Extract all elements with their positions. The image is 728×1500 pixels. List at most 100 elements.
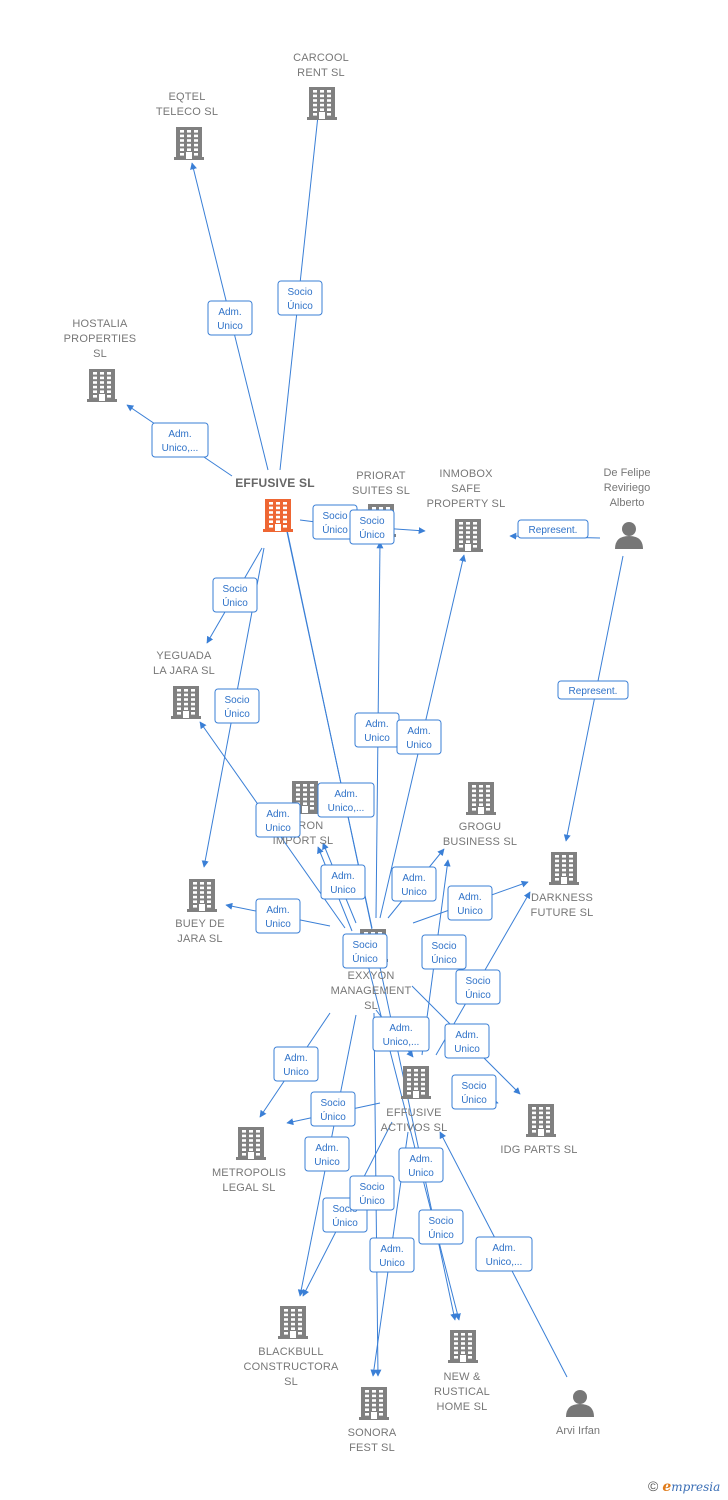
edge-label-text: Unico [314,1157,340,1168]
edge-label-text: Unico [283,1067,309,1078]
edge-label-exxyon-to-heron[interactable]: Adm.Unico [320,864,366,900]
building-icon [401,1066,431,1099]
edge-label-exxyon-to-idg[interactable]: Adm.Unico [444,1023,490,1059]
person-icon [566,1390,594,1417]
node-label-line: IDG PARTS SL [500,1144,577,1156]
building-icon [187,879,217,912]
node-label-line: Reviriego [604,482,650,494]
node-label-line: SL [284,1376,298,1388]
node-label-line: MANAGEMENT [331,985,412,997]
edge-label-text: Socio [224,695,249,706]
edge-label-exxyon-to-inmobox[interactable]: Adm.Unico [396,719,442,755]
building-icon [236,1127,266,1160]
node-idg[interactable]: IDG PARTS SL [500,1104,577,1156]
node-label-line: GROGU [459,821,502,833]
node-arvi[interactable]: Arvi Irfan [556,1390,600,1437]
edge-label-exxyon-to-heron[interactable]: Adm.Unico,... [317,782,375,818]
node-label-line: LEGAL SL [222,1182,275,1194]
edge-label-text: Único [352,952,378,965]
edge-label-text: Único [287,299,313,312]
person-icon [615,522,643,549]
edge-label-effusiveactivos-to-sonora[interactable]: Adm.Unico [369,1237,415,1273]
node-label-line: Alberto [610,497,645,509]
edge-label-text: Adm. [389,1023,412,1034]
node-effusive[interactable]: EFFUSIVE SL [235,476,315,532]
copyright-footer[interactable]: ©empresia [648,1478,728,1498]
edge-label-arvi-to-effusiveactivos[interactable]: Adm.Unico,... [475,1236,533,1272]
node-label-line: Arvi Irfan [556,1425,600,1437]
edge-label-text: Único [320,1110,346,1123]
edge-label-exxyon-to-darkness[interactable]: Adm.Unico [447,885,493,921]
edge-label-exxyon-to-blackbull[interactable]: Adm.Unico [304,1136,350,1172]
node-label-line: ACTIVOS SL [381,1122,448,1134]
edge-label-text: Único [322,523,348,536]
building-icon [307,87,337,120]
edge-label-text: Represent. [569,686,618,697]
building-icon [526,1104,556,1137]
edge-label-text: Único [359,1194,385,1207]
edge-label-text: Unico [364,733,390,744]
node-label-line: NEW & [443,1371,481,1383]
node-label-line: EXXYON [347,970,394,982]
building-icon [263,499,293,532]
edge-label-exxyon-to-effusiveactivos[interactable]: Adm.Unico,... [372,1016,430,1052]
edge-label-exxyon-to-yeguada[interactable]: Adm.Unico [255,802,301,838]
node-label-line: IMPORT SL [273,835,334,847]
edge-label-exxyon-to-grogu[interactable]: Adm.Unico [391,866,437,902]
node-label-line: FUTURE SL [531,907,594,919]
node-label-line: RENT SL [297,67,345,79]
edge-label-text: Socio [332,1204,357,1215]
building-icon [87,369,117,402]
edge-label-text: Unico [217,321,243,332]
edge-label-defelipe-to-inmobox[interactable]: Represent. [517,519,589,539]
node-label-line: LA JARA SL [153,665,215,677]
node-label-line: PROPERTIES [64,333,137,345]
node-label-line: EQTEL [168,91,205,103]
edge-label-effusive-to-eqtel[interactable]: Adm.Unico [207,300,253,336]
edge-label-exxyon-to-newrustical[interactable]: Adm.Unico [398,1147,444,1183]
edge-label-text: Socio [320,1098,345,1109]
building-icon [359,1387,389,1420]
node-label-line: HOSTALIA [72,318,128,330]
node-label-line: PROPERTY SL [427,498,506,510]
edge-label-text: Único [428,1228,454,1241]
edge-label-text: Unico [265,919,291,930]
edge-label-text: Adm. [409,1154,432,1165]
edge-label-exxyon-to-metropolis[interactable]: Adm.Unico [273,1046,319,1082]
edge-label-text: Único [465,988,491,1001]
edge-label-exxyon-to-priorat[interactable]: Adm.Unico [354,712,400,748]
edge-label-effusive-to-hostalia[interactable]: Adm.Unico,... [151,422,209,458]
node-label-line: DARKNESS [531,892,593,904]
edge-label-defelipe-to-darkness[interactable]: Represent. [557,680,629,700]
edge-label-text: Único [461,1093,487,1106]
edge-label-exxyon-to-buey[interactable]: Adm.Unico [255,898,301,934]
edge-label-text: Socio [461,1081,486,1092]
edge-effusive-to-newrustical [285,524,458,1321]
node-darkness[interactable]: DARKNESS FUTURE SL [531,852,594,919]
edge-label-text: Unico [457,906,483,917]
